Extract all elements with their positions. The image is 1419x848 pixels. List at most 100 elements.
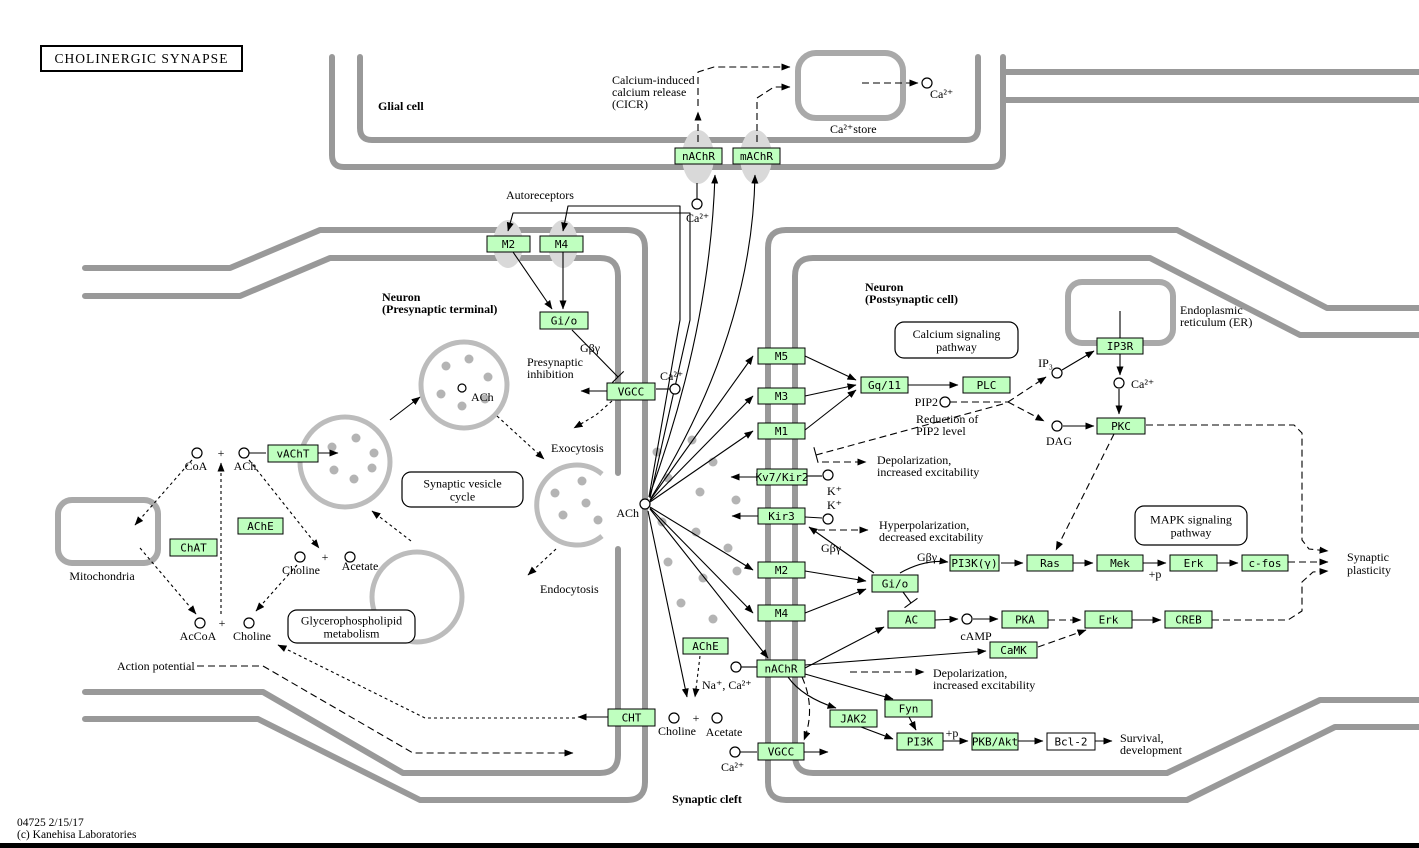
edge-nachr-to-ac bbox=[804, 626, 885, 669]
ach-molecule-dot bbox=[581, 498, 591, 508]
text-label: Neuron bbox=[865, 280, 904, 294]
text-label: Depolarization, bbox=[877, 453, 951, 467]
ach-molecule-dot bbox=[657, 517, 667, 527]
text-label: reticulum (ER) bbox=[1180, 315, 1252, 329]
node-erk-mapk[interactable] bbox=[1169, 554, 1218, 572]
node-label-pka: PKA bbox=[1015, 614, 1035, 627]
edge-pkc-to-plasticity bbox=[1146, 424, 1329, 554]
node-label-gio-post: Gi/o bbox=[882, 578, 909, 591]
node-label-ras: Ras bbox=[1040, 557, 1060, 570]
node-label-m4-pre: M4 bbox=[555, 238, 569, 251]
node-mek[interactable] bbox=[1096, 554, 1144, 572]
node-pka[interactable] bbox=[1001, 610, 1049, 629]
inhibition-bar-gio-inhibits-vgcc bbox=[611, 371, 625, 383]
node-label-ac: AC bbox=[905, 614, 918, 627]
ach-molecule-dot bbox=[663, 557, 673, 567]
text-label: DAG bbox=[1046, 434, 1072, 448]
ach-molecule-dot bbox=[550, 488, 560, 498]
ach-molecule-dot bbox=[731, 495, 741, 505]
metabolite-circle bbox=[729, 746, 741, 758]
edge-mito-to-accoa bbox=[139, 547, 197, 615]
node-gio-pre[interactable] bbox=[539, 311, 589, 330]
node-label-pi3kg: PI3K(γ) bbox=[951, 557, 997, 570]
node-bcl2[interactable] bbox=[1046, 732, 1096, 751]
node-jak2[interactable] bbox=[829, 709, 878, 728]
pathway-ref-label-calcium-signaling-pathway: pathway bbox=[936, 340, 977, 354]
edge-ach-hydrolysis bbox=[647, 510, 689, 698]
node-m4-pre[interactable] bbox=[539, 235, 584, 253]
ach-molecule-dot bbox=[732, 566, 742, 576]
node-glial-machr[interactable] bbox=[732, 147, 781, 165]
node-vgcc-pre[interactable] bbox=[606, 382, 656, 401]
node-m1[interactable] bbox=[757, 422, 806, 440]
node-label-pi3k: PI3K bbox=[907, 736, 934, 749]
node-label-m1: M1 bbox=[775, 425, 788, 438]
edge-cicr-to-store bbox=[697, 63, 791, 106]
node-nachr-post[interactable] bbox=[756, 659, 806, 678]
metabolite-circle bbox=[639, 498, 651, 510]
edge-m4post-to-gio bbox=[804, 588, 867, 614]
pathway-ref-synaptic-vesicle-cycle[interactable] bbox=[401, 471, 524, 508]
node-fyn[interactable] bbox=[884, 699, 933, 718]
pathway-ref-calcium-signaling-pathway[interactable] bbox=[894, 321, 1019, 359]
node-plc[interactable] bbox=[962, 376, 1011, 394]
node-ache-cleft[interactable] bbox=[682, 637, 729, 655]
ach-molecule-dot bbox=[698, 573, 708, 583]
text-label: PIP2 bbox=[915, 395, 938, 409]
ach-molecule-dot bbox=[367, 463, 377, 473]
node-cfos[interactable] bbox=[1241, 554, 1289, 572]
metabolite-circle bbox=[191, 447, 203, 459]
node-gio-post[interactable] bbox=[871, 574, 919, 593]
node-label-plc: PLC bbox=[977, 379, 997, 392]
text-label: Acetate bbox=[706, 725, 743, 739]
pathway-ref-mapk-signaling-pathway[interactable] bbox=[1134, 505, 1248, 546]
edge-choline-reuptake bbox=[277, 644, 575, 719]
node-ip3r[interactable] bbox=[1096, 337, 1144, 355]
metabolite-circle bbox=[294, 551, 306, 563]
node-ache-pre[interactable] bbox=[237, 517, 284, 535]
node-creb[interactable] bbox=[1164, 610, 1213, 629]
node-label-kv7-kir2: Kv7/Kir2 bbox=[756, 471, 809, 484]
inhibition-bar-gio-inhibits-ac bbox=[904, 597, 918, 609]
edge-nachr-to-vgcc-post bbox=[801, 676, 811, 741]
edge-kir3-k-link bbox=[804, 516, 823, 519]
node-gq11[interactable] bbox=[860, 376, 909, 394]
text-label: development bbox=[1120, 743, 1183, 757]
text-label: plasticity bbox=[1347, 563, 1391, 577]
text-label: (CICR) bbox=[612, 97, 648, 111]
pathway-ref-label-synaptic-vesicle-cycle: Synaptic vesicle bbox=[423, 477, 501, 491]
edge-ach-to-m3 bbox=[649, 395, 754, 502]
metabolite-circle bbox=[669, 383, 681, 395]
node-ras[interactable] bbox=[1026, 554, 1074, 572]
metabolite-circle bbox=[1051, 420, 1063, 432]
node-m5[interactable] bbox=[757, 347, 806, 365]
node-kir3[interactable] bbox=[757, 507, 806, 525]
node-glial-nachr[interactable] bbox=[674, 147, 723, 165]
node-m3[interactable] bbox=[757, 387, 806, 405]
node-kv7-kir2[interactable] bbox=[756, 468, 808, 486]
pathway-ref-glycerophospholipid-metabolism[interactable] bbox=[287, 609, 416, 644]
node-vacht[interactable] bbox=[267, 444, 319, 463]
glial-membrane-outer bbox=[329, 54, 1006, 170]
node-ac[interactable] bbox=[887, 610, 936, 629]
bottom-bar bbox=[0, 843, 1419, 848]
edge-camk-to-erk2 bbox=[1037, 629, 1087, 648]
node-cht[interactable] bbox=[607, 708, 656, 727]
edge-endo-to-refill bbox=[371, 510, 412, 542]
node-pkb-akt[interactable] bbox=[971, 732, 1019, 751]
node-pi3k[interactable] bbox=[896, 732, 944, 751]
node-pkc[interactable] bbox=[1096, 417, 1146, 435]
node-m2-pre[interactable] bbox=[486, 235, 531, 253]
metabolite-circle bbox=[243, 617, 255, 629]
node-m4-post[interactable] bbox=[757, 604, 806, 622]
node-camk[interactable] bbox=[989, 641, 1038, 659]
node-pi3kg[interactable] bbox=[949, 554, 1000, 572]
node-m2-post[interactable] bbox=[757, 561, 806, 579]
node-chat[interactable] bbox=[169, 538, 218, 557]
text-label: Endoplasmic bbox=[1180, 303, 1243, 317]
edge-creb-to-plasticity bbox=[1212, 568, 1329, 621]
node-erk-creb[interactable] bbox=[1084, 610, 1133, 629]
metabolite-circle bbox=[691, 198, 703, 210]
node-vgcc-post[interactable] bbox=[757, 742, 805, 761]
